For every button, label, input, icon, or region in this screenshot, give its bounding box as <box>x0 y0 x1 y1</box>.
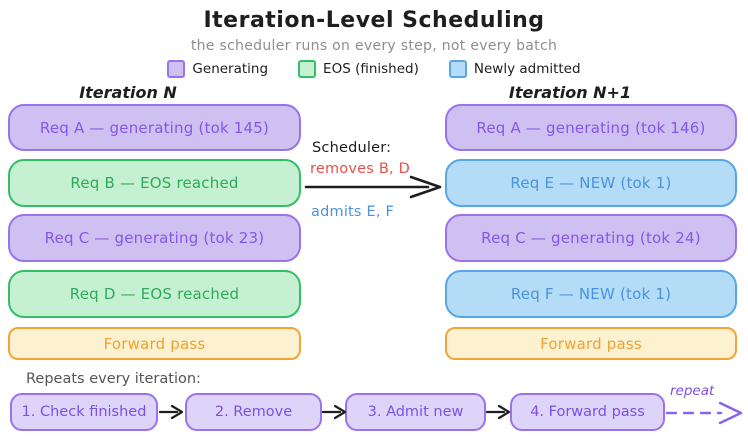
flow-step-remove: 2. Remove <box>185 393 322 431</box>
box-req-e-iter-n1: Req E — NEW (tok 1) <box>445 159 737 207</box>
flow-step-forward-pass: 4. Forward pass <box>510 393 665 431</box>
flow-step-check-finished: 1. Check finished <box>10 393 158 431</box>
box-req-c-iter-n1: Req C — generating (tok 24) <box>445 214 737 262</box>
legend-label-new: Newly admitted <box>473 61 581 77</box>
repeat-label: repeat <box>670 383 715 399</box>
legend-swatch-generating-icon <box>167 60 186 78</box>
scheduler-label: Scheduler: <box>312 140 392 156</box>
legend-swatch-new-icon <box>448 60 467 78</box>
legend-swatch-eos-icon <box>298 60 317 78</box>
page-title: Iteration-Level Scheduling <box>203 8 545 33</box>
legend-label-generating: Generating <box>192 61 269 77</box>
box-req-c-iter-n: Req C — generating (tok 23) <box>8 214 301 262</box>
repeat-dashed-arrow-icon <box>665 400 745 426</box>
box-req-a-iter-n: Req A — generating (tok 145) <box>8 104 301 151</box>
box-forward-pass-iter-n1: Forward pass <box>445 327 737 360</box>
scheduler-removes-text: removes B, D <box>310 161 410 177</box>
scheduler-arrow-icon <box>304 174 445 200</box>
box-req-a-iter-n1: Req A — generating (tok 146) <box>445 104 737 151</box>
legend-item-eos: EOS (finished) <box>298 60 419 78</box>
box-req-b-iter-n: Req B — EOS reached <box>8 159 301 207</box>
box-forward-pass-iter-n: Forward pass <box>8 327 301 360</box>
column-header-iteration-n: Iteration N <box>79 83 177 102</box>
scheduler-admits-text: admits E, F <box>311 204 395 220</box>
flow-step-admit-new: 3. Admit new <box>345 393 486 431</box>
legend-label-eos: EOS (finished) <box>323 61 419 77</box>
flow-arrow-2-icon <box>322 404 348 420</box>
box-req-f-iter-n1: Req F — NEW (tok 1) <box>445 270 737 318</box>
legend: Generating EOS (finished) Newly admitted <box>0 60 748 78</box>
legend-item-generating: Generating <box>167 60 268 78</box>
flow-section-label: Repeats every iteration: <box>26 371 201 387</box>
box-req-d-iter-n: Req D — EOS reached <box>8 270 301 318</box>
legend-item-new: Newly admitted <box>448 60 581 78</box>
flow-arrow-3-icon <box>486 404 512 420</box>
flow-arrow-1-icon <box>159 404 185 420</box>
column-header-iteration-n-plus-1: Iteration N+1 <box>508 83 632 102</box>
page-subtitle: the scheduler runs on every step, not ev… <box>190 38 558 54</box>
